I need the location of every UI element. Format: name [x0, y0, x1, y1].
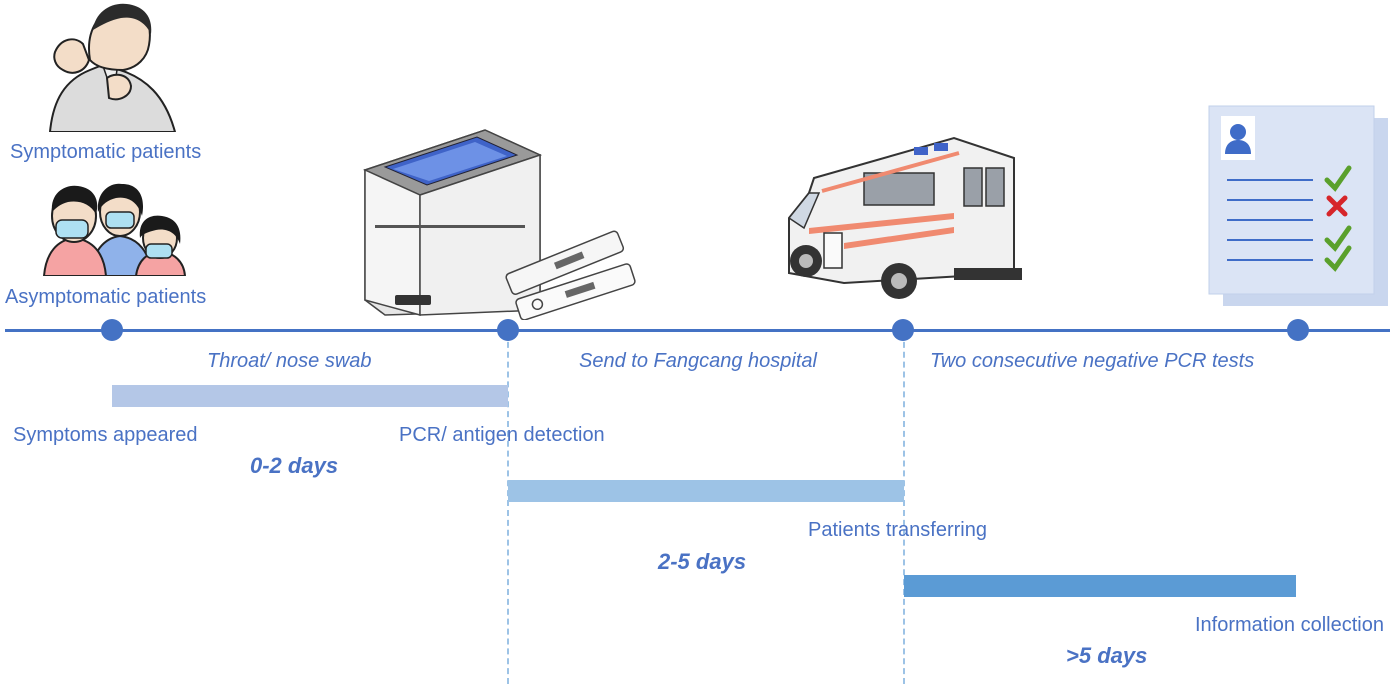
duration-bar-3 — [904, 575, 1296, 597]
masked-people-icon — [42, 183, 187, 276]
timeline-axis — [5, 329, 1390, 332]
divider-line-1 — [507, 332, 509, 684]
duration-bar-1 — [112, 385, 508, 407]
duration-bar-2 — [508, 480, 904, 502]
timeline-node-1 — [101, 319, 123, 341]
duration-label-2: 2-5 days — [658, 549, 747, 574]
event-label-transfer: Patients transferring — [808, 519, 987, 541]
ambulance-icon — [787, 136, 1022, 299]
coughing-man-icon — [48, 3, 177, 132]
event-label-info: Information collection — [1195, 614, 1384, 636]
timeline-node-2 — [497, 319, 519, 341]
timeline-node-3 — [892, 319, 914, 341]
stage-label-swab: Throat/ nose swab — [207, 350, 372, 372]
symptomatic-patients-label: Symptomatic patients — [10, 141, 202, 163]
pcr-machine-icon — [362, 129, 636, 320]
event-label-pcr: PCR/ antigen detection — [399, 424, 605, 446]
report-document-icon — [1208, 105, 1388, 306]
asymptomatic-patients-label: Asymptomatic patients — [5, 286, 207, 308]
duration-label-3: >5 days — [1066, 643, 1148, 668]
stage-label-send: Send to Fangcang hospital — [579, 350, 817, 372]
timeline-node-4 — [1287, 319, 1309, 341]
duration-label-1: 0-2 days — [250, 453, 339, 478]
event-label-symptoms: Symptoms appeared — [13, 424, 198, 446]
divider-line-2 — [903, 332, 905, 684]
stage-label-tests: Two consecutive negative PCR tests — [930, 350, 1255, 372]
